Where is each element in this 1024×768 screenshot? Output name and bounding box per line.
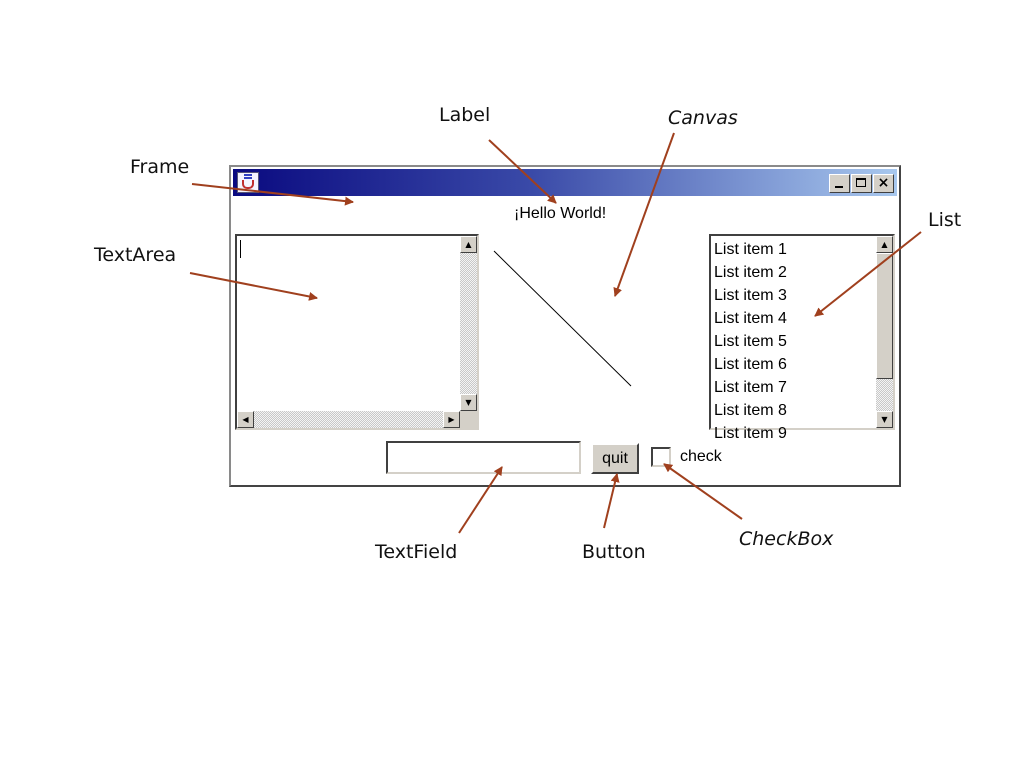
scrollbar-corner: [460, 411, 477, 428]
annotation-label: Label: [439, 104, 491, 126]
scroll-down-arrow-icon[interactable]: ▼: [460, 394, 477, 411]
scroll-left-arrow-icon[interactable]: ◀: [237, 411, 254, 428]
scroll-right-arrow-icon[interactable]: ▶: [443, 411, 460, 428]
textarea-vertical-scrollbar[interactable]: ▲ ▼: [460, 236, 477, 411]
window-controls: ×: [828, 174, 894, 193]
maximize-button[interactable]: [851, 174, 872, 193]
list-item[interactable]: List item 7: [714, 379, 787, 396]
minimize-icon: [835, 186, 843, 188]
annotation-frame: Frame: [130, 156, 190, 178]
list-item[interactable]: List item 4: [714, 310, 787, 327]
checkbox-label: check: [680, 448, 722, 465]
annotation-textarea: TextArea: [94, 244, 177, 266]
java-cup-icon[interactable]: [237, 172, 259, 193]
annotation-checkbox: CheckBox: [739, 528, 834, 550]
scroll-up-arrow-icon[interactable]: ▲: [876, 236, 893, 253]
list-vertical-scrollbar[interactable]: ▲ ▼: [876, 236, 893, 428]
close-button[interactable]: ×: [873, 174, 894, 193]
title-bar[interactable]: ×: [233, 169, 897, 196]
quit-button[interactable]: quit: [591, 443, 639, 474]
list-item[interactable]: List item 8: [714, 402, 787, 419]
list-item[interactable]: List item 5: [714, 333, 787, 350]
list-item[interactable]: List item 9: [714, 425, 787, 442]
text-caret: [240, 240, 241, 258]
scroll-up-arrow-icon[interactable]: ▲: [460, 236, 477, 253]
scroll-down-arrow-icon[interactable]: ▼: [876, 411, 893, 428]
maximize-icon: [856, 178, 866, 187]
scroll-thumb[interactable]: [876, 253, 893, 379]
textarea-horizontal-scrollbar[interactable]: ◀ ▶: [237, 411, 460, 428]
text-field[interactable]: [386, 441, 581, 474]
annotation-list: List: [928, 209, 962, 231]
list-item[interactable]: List item 2: [714, 264, 787, 281]
list-item[interactable]: List item 3: [714, 287, 787, 304]
list-box[interactable]: List item 1 List item 2 List item 3 List it…: [709, 234, 895, 442]
check-checkbox[interactable]: [651, 447, 671, 467]
list-item[interactable]: List item 1: [714, 241, 787, 258]
hello-label: ¡Hello World!: [514, 205, 607, 222]
list-items: List item 1 List item 2 List item 3 List it…: [714, 238, 875, 445]
list-item[interactable]: List item 6: [714, 356, 787, 373]
minimize-button[interactable]: [829, 174, 850, 193]
text-area[interactable]: ▲ ▼ ◀ ▶: [235, 234, 479, 430]
annotation-canvas: Canvas: [668, 107, 738, 129]
annotation-textfield: TextField: [375, 541, 458, 563]
annotation-button: Button: [582, 541, 646, 563]
close-icon: ×: [877, 175, 890, 191]
